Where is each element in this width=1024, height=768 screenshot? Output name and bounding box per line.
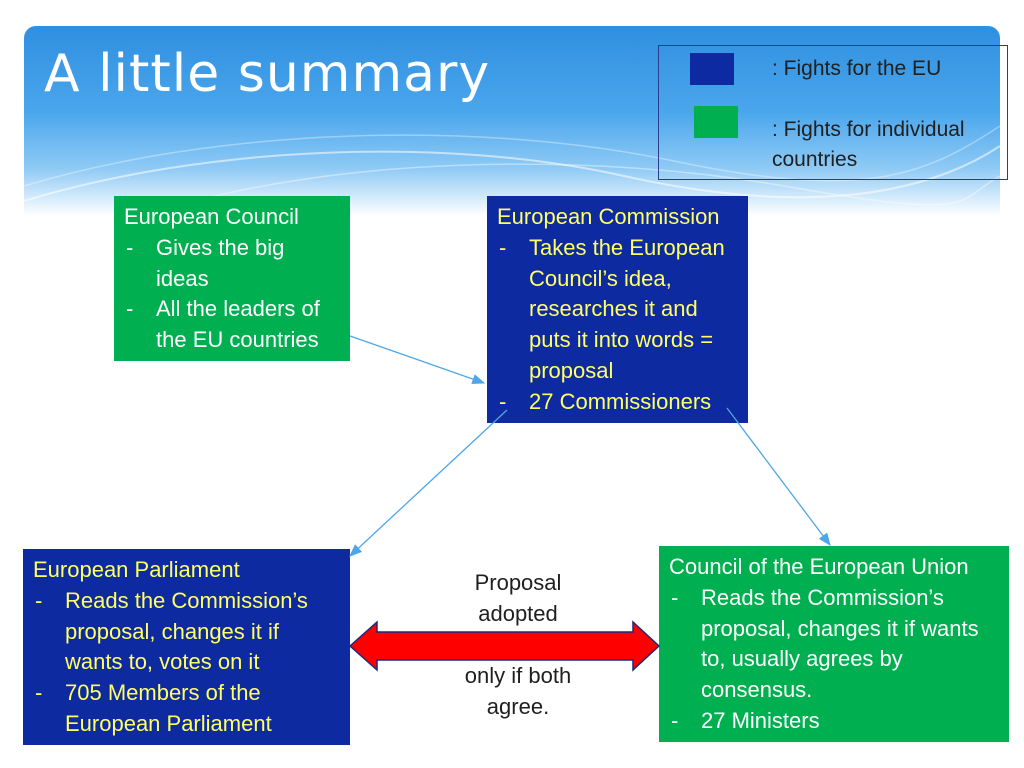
double-arrow-agreement — [348, 620, 661, 672]
european-parliament-title: European Parliament — [33, 557, 240, 582]
council-of-eu-bullets: Reads the Commission’s proposal, changes… — [669, 583, 999, 737]
bullet-item: Reads the Commission’s proposal, changes… — [669, 583, 999, 706]
bullet-item: Gives the big ideas — [124, 233, 340, 295]
legend-label-countries: : Fights for individual countries — [772, 118, 965, 171]
banner-swirl-decoration — [24, 125, 1000, 216]
bullet-item: Takes the European Council’s idea, resea… — [497, 233, 738, 387]
bullet-item: Reads the Commission’s proposal, changes… — [33, 586, 340, 678]
european-commission-box: European Commission Takes the European C… — [487, 196, 748, 423]
bullet-item: All the leaders of the EU countries — [124, 294, 340, 356]
european-parliament-box: European Parliament Reads the Commission… — [23, 549, 350, 745]
european-council-box: European Council Gives the big ideas All… — [114, 196, 350, 361]
legend-swatch-eu — [690, 53, 734, 85]
legend: : Fights for the EU : Fights for individ… — [658, 45, 1008, 180]
proposal-adopted-label: Proposal — [474, 570, 562, 595]
european-commission-title: European Commission — [497, 204, 720, 229]
page-title: A little summary — [44, 44, 491, 104]
european-council-bullets: Gives the big ideas All the leaders of t… — [124, 233, 340, 356]
council-of-eu-box: Council of the European Union Reads the … — [659, 546, 1009, 742]
legend-swatch-countries — [694, 106, 738, 138]
bullet-item: 27 Ministers — [669, 706, 999, 737]
arrow-council-to-commission — [349, 335, 486, 385]
legend-label-eu: : Fights for the EU — [772, 57, 942, 80]
agreement-condition-label: agree. — [486, 694, 550, 719]
arrow-commission-to-council-of-eu — [726, 407, 831, 547]
european-council-title: European Council — [124, 204, 299, 229]
bullet-item: 705 Members of the European Parliament — [33, 678, 340, 740]
bullet-item: 27 Commissioners — [497, 387, 738, 418]
title-banner — [24, 26, 1000, 216]
agreement-condition-label: only if both — [464, 663, 572, 688]
arrow-commission-to-parliament — [349, 409, 508, 557]
european-commission-bullets: Takes the European Council’s idea, resea… — [497, 233, 738, 418]
council-of-eu-title: Council of the European Union — [669, 554, 969, 579]
proposal-adopted-label: adopted — [478, 601, 558, 626]
european-parliament-bullets: Reads the Commission’s proposal, changes… — [33, 586, 340, 740]
